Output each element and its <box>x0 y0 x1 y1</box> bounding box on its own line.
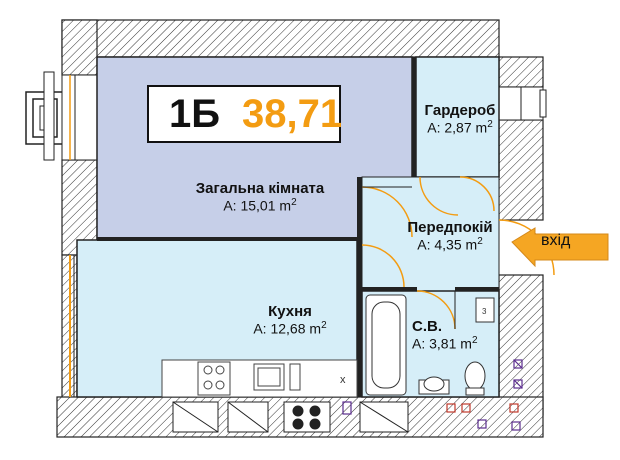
apartment-code: 1Б <box>169 91 220 136</box>
room-name: Передпокій <box>407 219 493 236</box>
room-name: Загальна кімната <box>195 180 325 197</box>
room-name: Кухня <box>268 303 312 320</box>
room-hallway-label: Передпокій A: 4,35 m2 <box>395 219 505 253</box>
left-window <box>25 71 98 161</box>
room-area: A: 2,87 m2 <box>427 119 493 136</box>
apartment-title-box: 1Б 38,71 <box>147 85 343 143</box>
bathroom-fixtures: 3 <box>365 294 495 396</box>
room-wardrobe-label: Гардероб A: 2,87 m2 <box>410 102 510 136</box>
room-wardrobe-fill <box>415 56 500 178</box>
svg-text:x: x <box>340 374 346 386</box>
room-living-label: Загальна кімната A: 15,01 m2 <box>160 180 360 214</box>
shaft-markers <box>342 359 523 431</box>
room-area: A: 12,68 m2 <box>253 320 327 337</box>
room-area: A: 4,35 m2 <box>417 236 483 253</box>
entry-label: вхід <box>541 232 571 249</box>
apartment-total-area: 38,71 <box>242 91 343 136</box>
room-name: Гардероб <box>424 102 496 119</box>
kitchen-counter: x <box>161 359 358 398</box>
left-window-lower <box>69 255 75 397</box>
entry-arrow <box>511 227 609 268</box>
room-hallway-fill <box>361 176 500 292</box>
wall-ducts <box>172 401 409 433</box>
room-area: A: 3,81 m2 <box>412 335 478 352</box>
room-kitchen-label: Кухня A: 12,68 m2 <box>230 303 350 337</box>
room-area: A: 15,01 m2 <box>223 197 297 214</box>
door-swings <box>361 176 555 330</box>
right-window <box>498 86 547 121</box>
svg-text:3: 3 <box>482 307 487 316</box>
room-name: С.В. <box>412 318 442 335</box>
interior-walls <box>97 57 499 397</box>
room-bathroom-label: С.В. A: 3,81 m2 <box>412 318 502 352</box>
